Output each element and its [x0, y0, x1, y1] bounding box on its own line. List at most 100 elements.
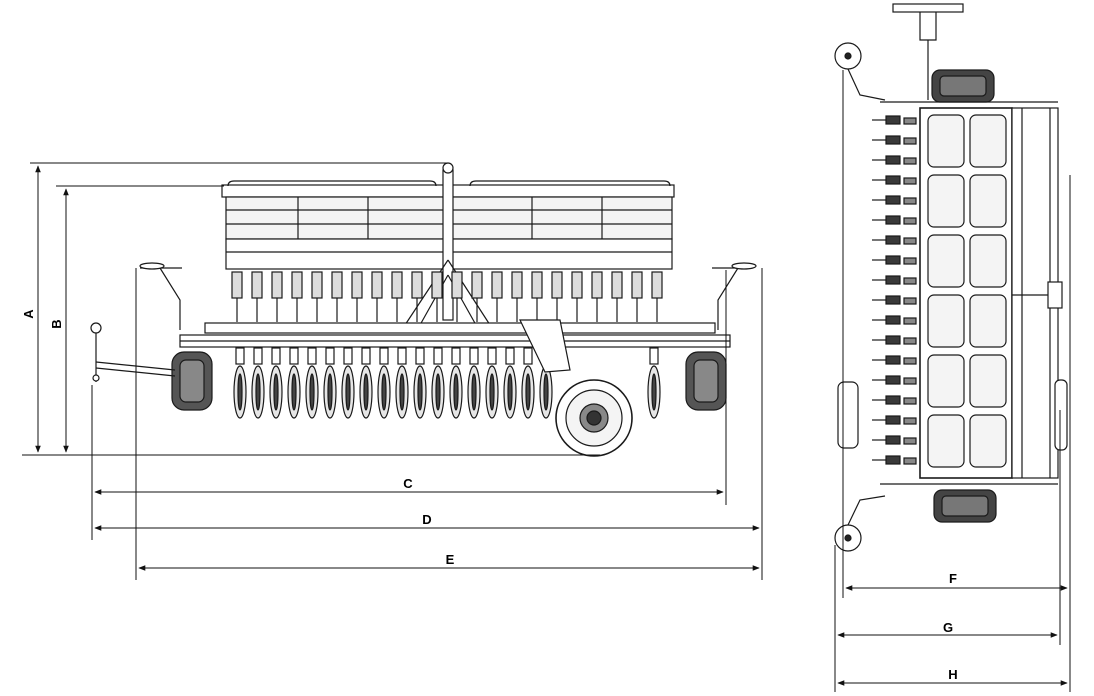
hopper-compartment — [927, 414, 965, 468]
side-metering-unit — [885, 275, 901, 285]
metering-unit — [331, 271, 343, 299]
coulter-arm — [433, 347, 443, 365]
side-metering-unit — [885, 395, 901, 405]
side-metering-unit — [885, 375, 901, 385]
side-metering-unit — [885, 235, 901, 245]
side-metering-unit — [885, 335, 901, 345]
metering-unit — [551, 271, 563, 299]
hopper-compartment — [969, 414, 1007, 468]
dimension-h-label: H — [948, 667, 957, 682]
coulter-arm — [469, 347, 479, 365]
metering-unit — [291, 271, 303, 299]
press-wheel — [519, 319, 633, 457]
side-metering-unit — [885, 215, 901, 225]
side-metering-unit — [885, 175, 901, 185]
central-mast — [404, 162, 491, 326]
metering-unit — [351, 271, 363, 299]
hopper-compartment — [927, 234, 965, 288]
metering-unit — [531, 271, 543, 299]
side-metering-unit — [885, 455, 901, 465]
hopper-compartment — [927, 294, 965, 348]
coulter-arm — [307, 347, 317, 365]
metering-unit — [411, 271, 423, 299]
hopper-compartment — [927, 174, 965, 228]
metering-unit — [511, 271, 523, 299]
upper-transport-wheel — [931, 69, 995, 103]
side-metering-unit — [885, 355, 901, 365]
side-metering-units — [872, 115, 917, 465]
coulter-arm — [649, 347, 659, 365]
main-frame — [179, 322, 731, 348]
side-metering-unit — [885, 295, 901, 305]
right-transport-wheel — [685, 351, 727, 411]
coulter-arm — [235, 347, 245, 365]
metering-unit — [371, 271, 383, 299]
coulter-arm — [487, 347, 497, 365]
top-view-dimensions — [834, 70, 1071, 692]
press-wheel-side — [837, 379, 1068, 451]
coulter-arm — [271, 347, 281, 365]
coulter-arm — [379, 347, 389, 365]
side-metering-unit — [885, 195, 901, 205]
metering-unit — [571, 271, 583, 299]
dimension-e-label: E — [446, 552, 455, 567]
upper-marker-disc — [834, 42, 886, 101]
coulter-arm — [451, 347, 461, 365]
dimension-b-label: B — [49, 319, 64, 328]
hopper-compartment — [969, 234, 1007, 288]
coulter-arm — [523, 347, 533, 365]
coulter-arm — [343, 347, 353, 365]
drawbar — [90, 322, 176, 382]
side-metering-unit — [885, 415, 901, 425]
hitch-coupling — [892, 3, 964, 100]
coulter-discs — [233, 347, 661, 419]
coulter-arm — [397, 347, 407, 365]
lower-marker-disc — [834, 495, 886, 552]
left-marker — [139, 262, 182, 330]
dimension-a-label: A — [21, 309, 36, 319]
metering-unit — [251, 271, 263, 299]
front-view — [90, 162, 757, 457]
metering-units — [231, 271, 663, 322]
dimension-f-label: F — [949, 571, 957, 586]
metering-unit — [231, 271, 243, 299]
coulter-arm — [253, 347, 263, 365]
hopper-compartment — [969, 354, 1007, 408]
coulter-arm — [325, 347, 335, 365]
dimension-d-label: D — [422, 512, 431, 527]
metering-unit — [311, 271, 323, 299]
metering-unit — [451, 271, 463, 299]
hopper-compartment — [927, 114, 965, 168]
metering-unit — [271, 271, 283, 299]
hopper-compartment — [969, 294, 1007, 348]
side-metering-unit — [885, 135, 901, 145]
side-metering-unit — [885, 115, 901, 125]
side-metering-unit — [885, 255, 901, 265]
hopper-compartment — [969, 114, 1007, 168]
dimension-g-label: G — [943, 620, 953, 635]
coulter-arm — [415, 347, 425, 365]
side-metering-unit — [885, 155, 901, 165]
metering-unit — [491, 271, 503, 299]
metering-unit — [651, 271, 663, 299]
lower-transport-wheel — [933, 489, 997, 523]
hopper-compartments — [927, 114, 1007, 468]
right-marker — [712, 262, 757, 330]
dimension-c-label: C — [403, 476, 413, 491]
coulter-arm — [505, 347, 515, 365]
metering-unit — [391, 271, 403, 299]
hopper-compartment — [927, 354, 965, 408]
left-transport-wheel — [171, 351, 213, 411]
metering-unit — [431, 271, 443, 299]
front-view-dimensions — [22, 162, 763, 580]
top-view — [834, 3, 1068, 552]
coulter-arm — [289, 347, 299, 365]
metering-unit — [471, 271, 483, 299]
hopper-compartment — [969, 174, 1007, 228]
metering-unit — [591, 271, 603, 299]
coulter-arm — [361, 347, 371, 365]
metering-unit — [611, 271, 623, 299]
side-metering-unit — [885, 435, 901, 445]
metering-unit — [631, 271, 643, 299]
